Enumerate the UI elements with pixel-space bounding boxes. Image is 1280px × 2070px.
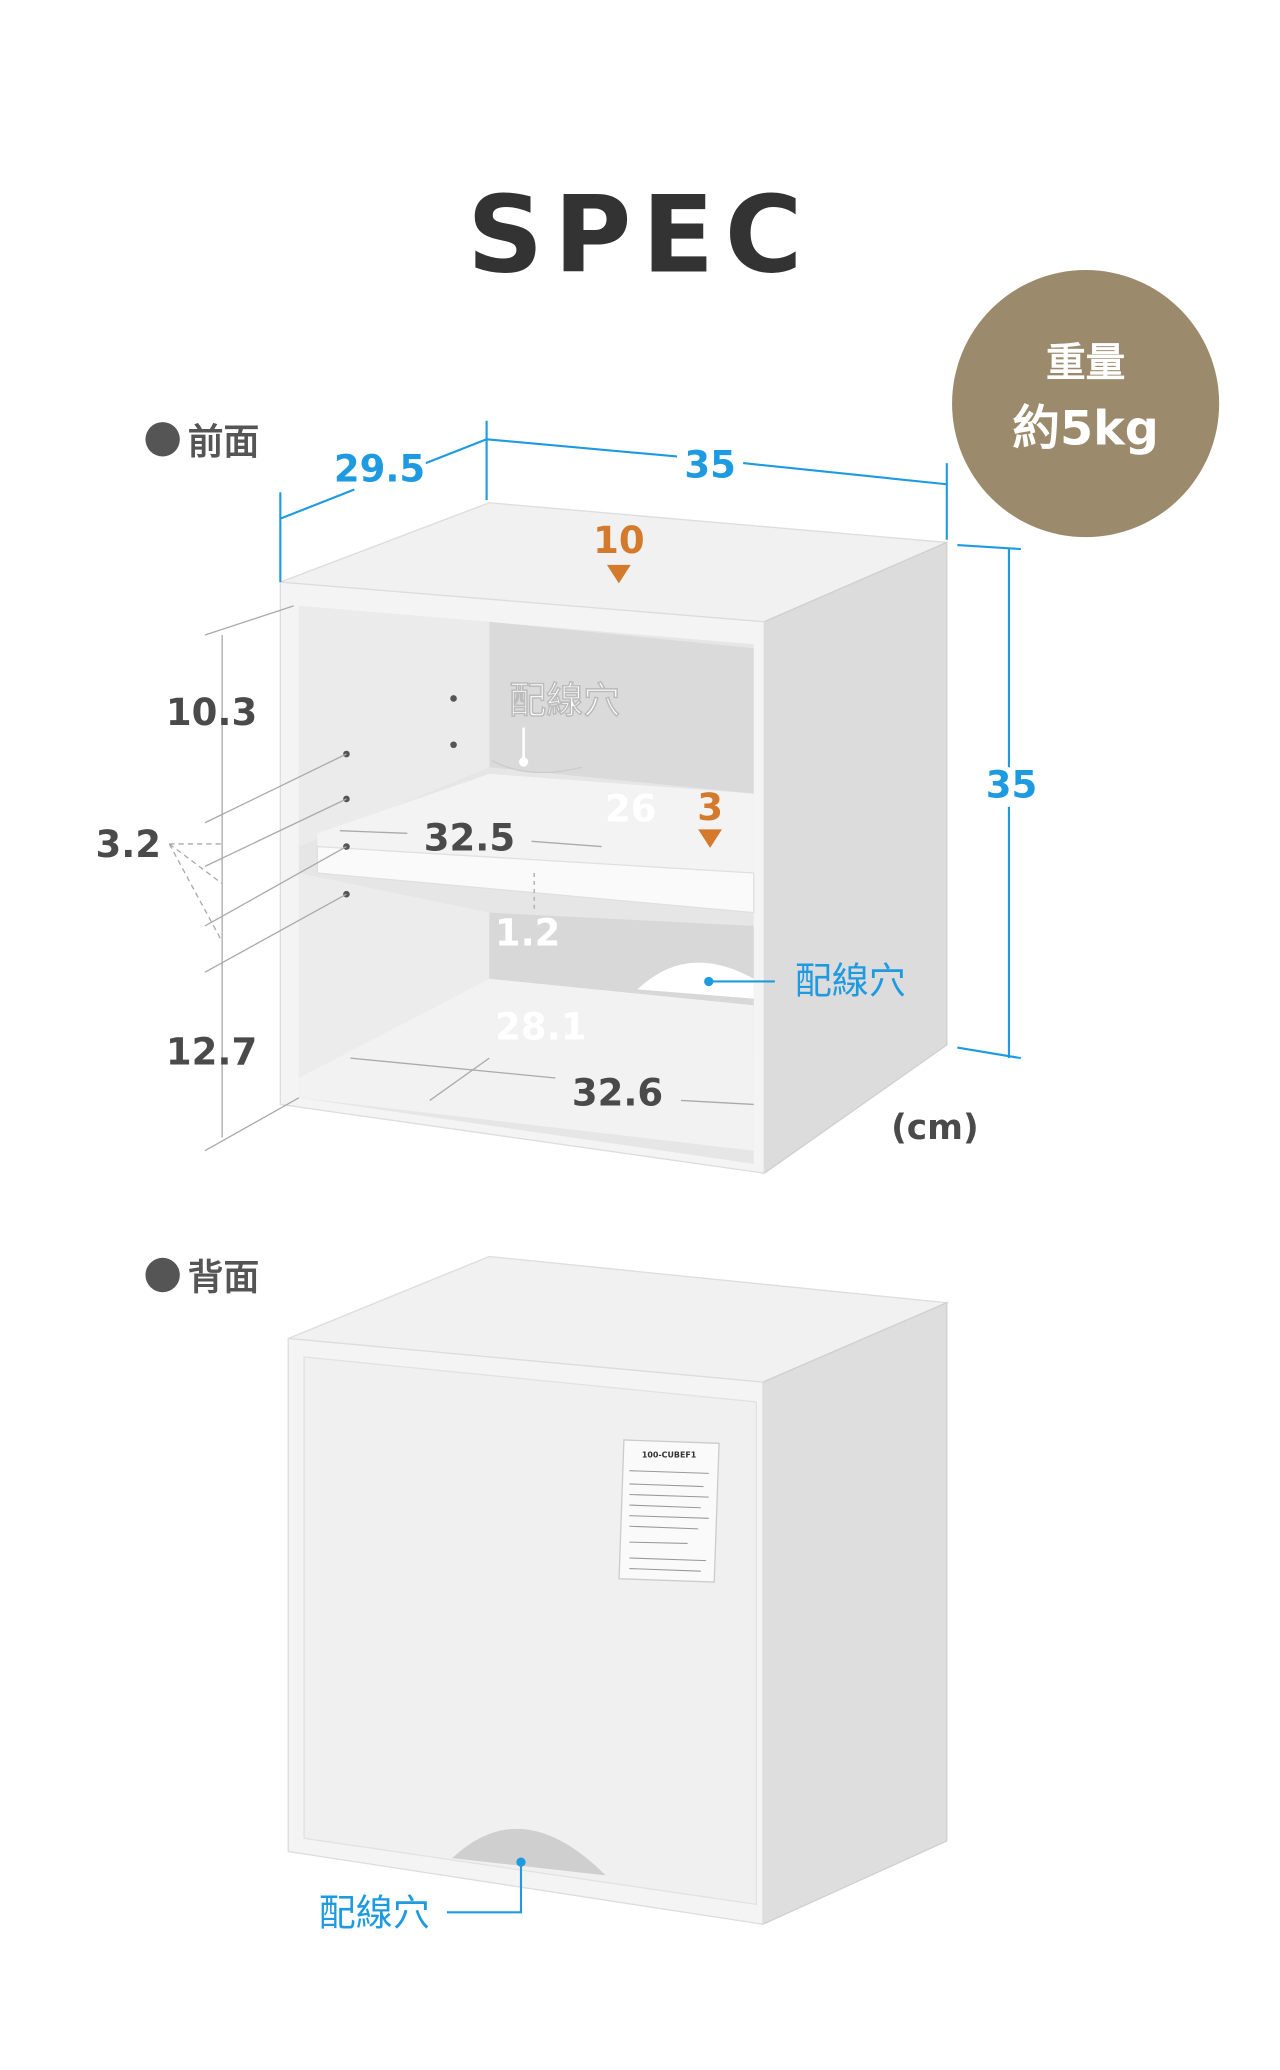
weight-badge-circle bbox=[952, 270, 1220, 538]
weight-value: 約5kg bbox=[1012, 402, 1158, 457]
shelf-depth-dimension: 26 bbox=[605, 787, 657, 830]
shelf-width-dimension: 32.5 bbox=[424, 817, 515, 860]
dimension-lines bbox=[279, 420, 1022, 1060]
lower-height-dimension: 12.7 bbox=[166, 1031, 257, 1074]
pointer-dot-icon bbox=[704, 976, 714, 987]
cable-hole-inner-label: 配線穴 bbox=[509, 679, 620, 722]
gray-guide-lines bbox=[168, 605, 754, 1152]
arrow-down-icon bbox=[606, 564, 631, 584]
upper-height-dimension: 10.3 bbox=[166, 691, 257, 734]
front-cube-drawing bbox=[279, 502, 948, 1175]
weight-badge: 重量 約5kg bbox=[952, 270, 1220, 538]
height-dimension: 35 bbox=[986, 764, 1038, 807]
unit-label: (cm) bbox=[891, 1108, 979, 1148]
product-label-sticker bbox=[618, 1439, 720, 1583]
back-heading: 背面 bbox=[188, 1258, 259, 1299]
shelf-thickness-dimension: 1.2 bbox=[495, 912, 561, 955]
page-title: SPEC bbox=[467, 173, 813, 296]
top-thickness-dimension: 10 bbox=[593, 519, 645, 562]
arrow-down-icon bbox=[698, 829, 722, 848]
front-heading: 前面 bbox=[188, 422, 259, 463]
weight-label: 重量 bbox=[1046, 340, 1125, 386]
bottom-width-dimension: 32.6 bbox=[572, 1072, 663, 1115]
back-cable-hole-label: 配線穴 bbox=[319, 1892, 430, 1935]
bullet-icon bbox=[145, 1257, 180, 1293]
bullet-icon bbox=[145, 422, 180, 457]
width-dimension: 35 bbox=[684, 444, 736, 487]
bottom-depth-dimension: 28.1 bbox=[495, 1006, 586, 1049]
depth-dimension: 29.5 bbox=[334, 448, 425, 491]
pitch-dimension: 3.2 bbox=[95, 823, 161, 866]
back-cube-drawing: 100-CUBEF1 bbox=[287, 1255, 950, 1926]
shelf-offset-dimension: 3 bbox=[697, 786, 723, 829]
cable-hole-side-label: 配線穴 bbox=[795, 959, 906, 1002]
label-model: 100-CUBEF1 bbox=[642, 1450, 696, 1459]
pointer-dot-icon bbox=[519, 757, 529, 767]
